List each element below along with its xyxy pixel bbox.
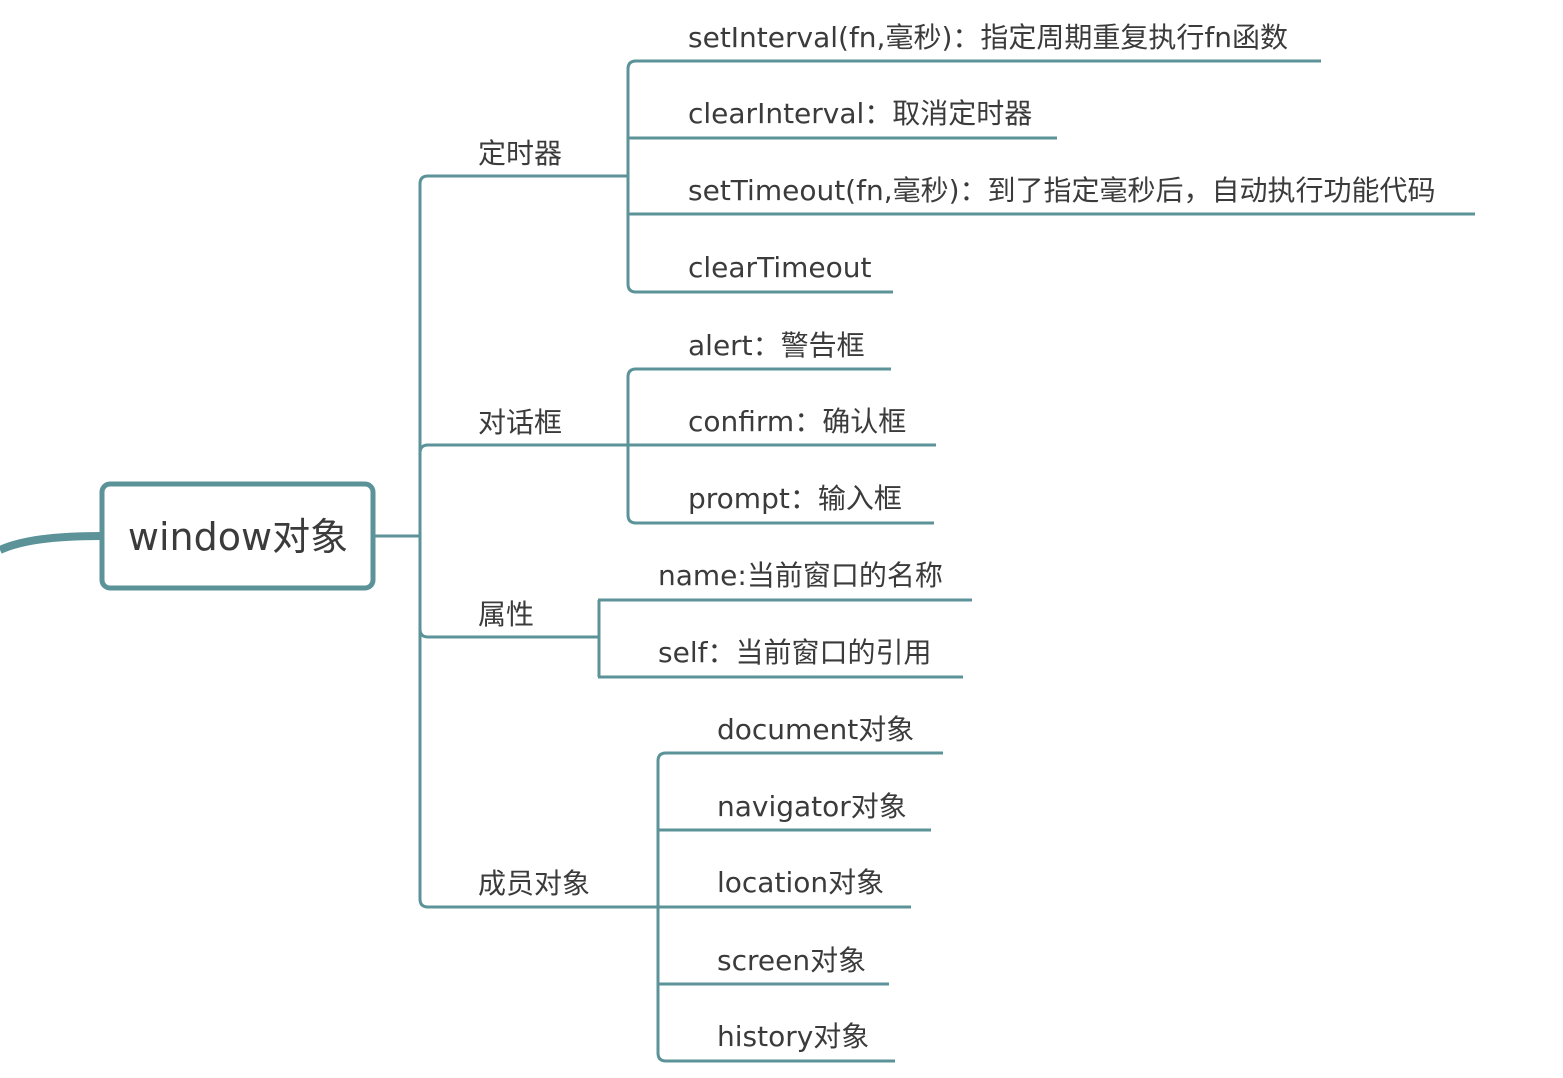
root-node[interactable]: window对象: [99, 481, 376, 591]
leaf-document-label: document对象: [717, 713, 914, 746]
main-trunk: [418, 174, 429, 909]
leaf-screen-label: screen对象: [717, 944, 866, 977]
leaf-document[interactable]: document对象: [666, 713, 943, 755]
branch-timer-bracket: [626, 59, 637, 294]
leaf-alert-label: alert：警告框: [688, 329, 865, 362]
leaf-self[interactable]: self：当前窗口的引用: [598, 636, 963, 679]
branch-dialog[interactable]: 对话框: [428, 406, 628, 447]
leaf-clear-timeout[interactable]: clearTimeout: [636, 251, 893, 294]
root-node-label: window对象: [128, 515, 348, 559]
branch-timer[interactable]: 定时器: [428, 137, 628, 178]
leaf-name-label: name:当前窗口的名称: [658, 559, 943, 592]
trunk-branch-connectors: [418, 443, 429, 639]
leaf-location-label: location对象: [717, 866, 884, 899]
leaf-name[interactable]: name:当前窗口的名称: [598, 559, 972, 602]
leaf-clear-interval-label: clearInterval：取消定时器: [688, 97, 1032, 130]
branch-dialog-label: 对话框: [478, 406, 562, 439]
leaf-prompt[interactable]: prompt：输入框: [636, 482, 934, 525]
branch-members[interactable]: 成员对象: [428, 867, 658, 909]
leaf-set-timeout-label: setTimeout(fn,毫秒)：到了指定毫秒后，自动执行功能代码: [688, 174, 1436, 207]
leaf-self-label: self：当前窗口的引用: [658, 636, 931, 669]
leaf-navigator[interactable]: navigator对象: [658, 790, 931, 832]
branch-property[interactable]: 属性: [428, 598, 599, 639]
leaf-clear-interval[interactable]: clearInterval：取消定时器: [628, 97, 1057, 140]
leaf-confirm-label: confirm：确认框: [688, 405, 906, 438]
leaf-confirm[interactable]: confirm：确认框: [628, 405, 936, 447]
leaf-set-interval[interactable]: setInterval(fn,毫秒)：指定周期重复执行fn函数: [636, 21, 1321, 63]
leaf-history[interactable]: history对象: [666, 1020, 895, 1063]
branch-timer-label: 定时器: [478, 137, 562, 170]
leaf-prompt-label: prompt：输入框: [688, 482, 902, 515]
leaf-navigator-label: navigator对象: [717, 790, 907, 823]
leaf-set-timeout[interactable]: setTimeout(fn,毫秒)：到了指定毫秒后，自动执行功能代码: [628, 174, 1475, 216]
leaf-location[interactable]: location对象: [658, 866, 911, 909]
leaf-set-interval-label: setInterval(fn,毫秒)：指定周期重复执行fn函数: [688, 21, 1288, 54]
leaf-history-label: history对象: [717, 1020, 869, 1053]
leaf-alert[interactable]: alert：警告框: [636, 329, 891, 371]
leaf-clear-timeout-label: clearTimeout: [688, 251, 871, 284]
incoming-connector: [0, 532, 101, 554]
branch-property-label: 属性: [478, 598, 534, 631]
branch-members-label: 成员对象: [478, 867, 590, 900]
leaf-screen[interactable]: screen对象: [658, 944, 889, 986]
